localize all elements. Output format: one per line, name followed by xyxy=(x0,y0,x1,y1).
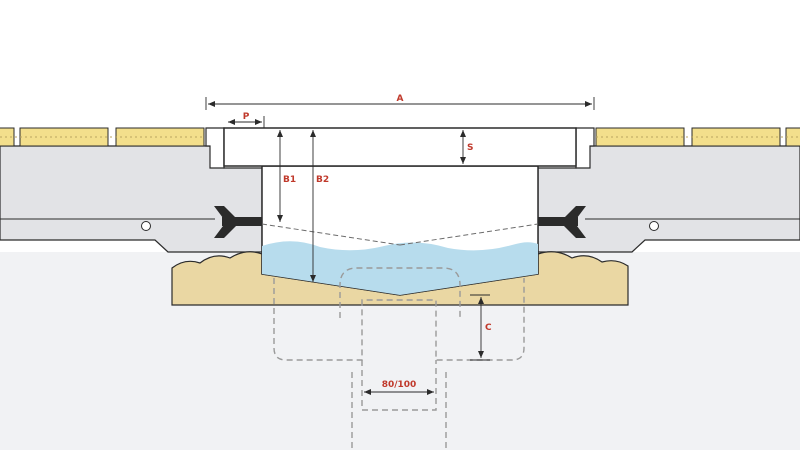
label-a: A xyxy=(397,94,404,104)
label-s: S xyxy=(467,143,473,153)
dimension-lines xyxy=(205,97,595,395)
anchor-right xyxy=(538,206,586,238)
outlet-outline xyxy=(273,267,525,450)
anchor-left xyxy=(214,206,262,238)
paver-row-left xyxy=(0,127,205,147)
grate-cover xyxy=(223,127,577,167)
label-outlet-diameter: 80/100 xyxy=(382,380,417,390)
paver-row-right xyxy=(595,127,800,147)
label-b2: B2 xyxy=(316,175,329,185)
label-p: P xyxy=(243,112,250,122)
label-c: C xyxy=(485,323,492,333)
rebar-left xyxy=(141,221,151,231)
invert-line-right xyxy=(399,223,539,246)
invert-line-left xyxy=(261,223,401,246)
label-b1: B1 xyxy=(283,175,296,185)
rebar-right xyxy=(649,221,659,231)
